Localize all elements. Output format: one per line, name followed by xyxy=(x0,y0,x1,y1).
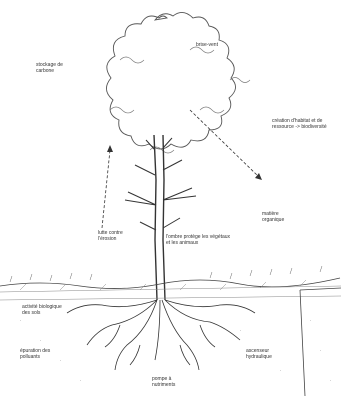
label-lutte-erosion: lutte contre l'érosion xyxy=(98,230,123,242)
label-habitat-biodiversite: création d'habitat et de ressource -> bi… xyxy=(272,118,327,130)
label-stockage-carbone: stockage de carbone xyxy=(36,62,63,74)
tree-roots xyxy=(67,300,255,370)
label-brise-vent: brise-vent xyxy=(196,42,218,48)
label-matiere-organique: matière organique xyxy=(262,211,284,223)
label-activite-biologique: activité biologique des sols xyxy=(22,304,62,316)
arrow-left-up xyxy=(102,150,110,228)
label-epuration: épuration des polluants xyxy=(20,348,50,360)
tree-trunk xyxy=(154,135,165,300)
tree-branches xyxy=(125,138,196,230)
soil-specks xyxy=(20,320,331,381)
canopy-outline xyxy=(106,12,235,149)
arrow-right-down xyxy=(190,110,258,176)
grass-strokes xyxy=(10,266,322,282)
label-ascenseur: ascenseur hydraulique xyxy=(246,348,272,360)
arrow-left-head xyxy=(107,145,113,152)
label-ombre: l'ombre protège les végétaux et les anim… xyxy=(166,234,230,246)
label-pompe: pompe à nutriments xyxy=(152,376,175,388)
soil-block-edge xyxy=(300,288,341,396)
